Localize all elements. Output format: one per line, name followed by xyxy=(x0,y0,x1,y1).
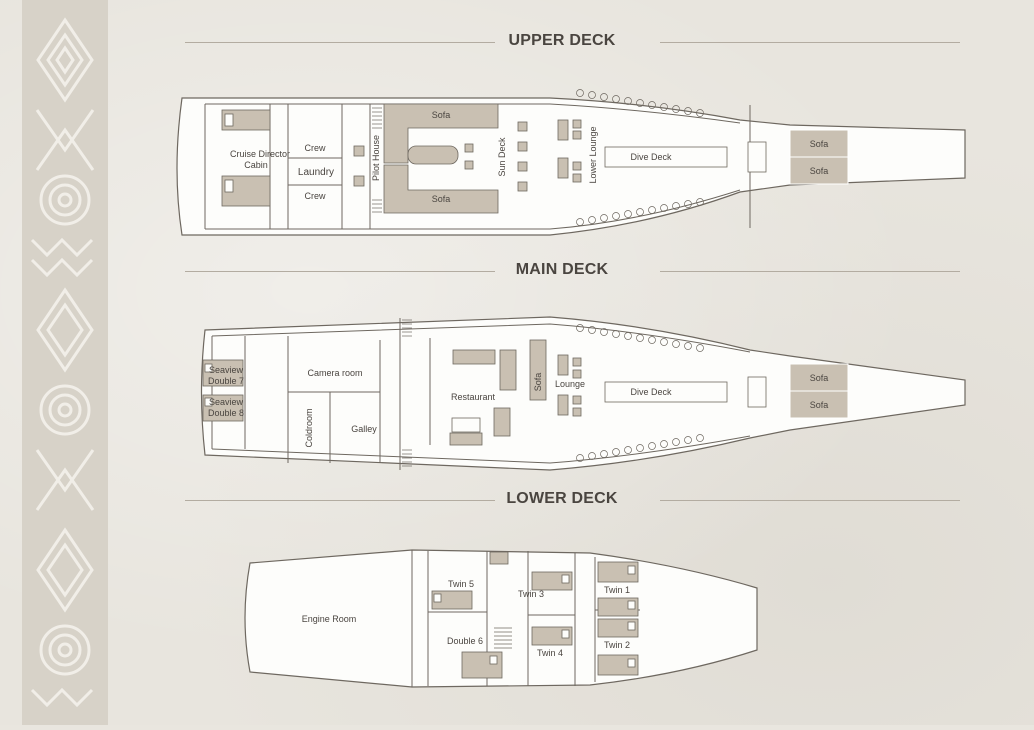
label-double-8: Double 8 xyxy=(208,408,244,418)
lower-deck-title: LOWER DECK xyxy=(506,490,618,507)
upper-hull xyxy=(176,97,966,236)
label-engine-room: Engine Room xyxy=(302,614,357,624)
label-seaview-7: Seaview xyxy=(209,365,244,375)
label-crew-top: Crew xyxy=(304,143,326,153)
label-double-6: Double 6 xyxy=(447,636,483,646)
label-galley: Galley xyxy=(351,424,377,434)
main-deck-title: MAIN DECK xyxy=(515,261,609,278)
upper-rule-left xyxy=(185,42,495,43)
label-sofa-bottom: Sofa xyxy=(432,194,451,204)
label-upper-bow-sofa-2: Sofa xyxy=(810,166,829,176)
label-twin-4: Twin 4 xyxy=(537,648,563,658)
upper-deck: Cruise Director Cabin Crew Laundry Crew … xyxy=(176,89,966,236)
lower-rule-left xyxy=(185,500,495,501)
upper-deck-title: UPPER DECK xyxy=(508,32,616,49)
lower-rule-right xyxy=(660,500,960,501)
label-main-dive-deck: Dive Deck xyxy=(630,387,672,397)
label-cruise-director-cabin: Cabin xyxy=(244,160,268,170)
label-lower-lounge: Lower Lounge xyxy=(588,126,598,183)
label-main-bow-sofa-2: Sofa xyxy=(810,400,829,410)
label-main-bow-sofa-1: Sofa xyxy=(810,373,829,383)
label-pilot-house: Pilot House xyxy=(371,135,381,181)
upper-rule-right xyxy=(660,42,960,43)
label-laundry: Laundry xyxy=(298,167,334,178)
label-sofa-top: Sofa xyxy=(432,110,451,120)
label-crew-bottom: Crew xyxy=(304,191,326,201)
lower-hull xyxy=(244,549,758,688)
label-twin-2: Twin 2 xyxy=(604,640,630,650)
label-sun-deck: Sun Deck xyxy=(497,137,507,177)
label-twin-3: Twin 3 xyxy=(518,589,544,599)
label-upper-bow-sofa-1: Sofa xyxy=(810,139,829,149)
label-double-7: Double 7 xyxy=(208,376,244,386)
label-restaurant: Restaurant xyxy=(451,392,496,402)
label-main-sofa: Sofa xyxy=(533,373,543,392)
label-seaview-8: Seaview xyxy=(209,397,244,407)
label-coldroom: Coldroom xyxy=(304,408,314,447)
label-cruise-director: Cruise Director xyxy=(230,149,290,159)
main-hull xyxy=(200,316,966,471)
label-twin-1: Twin 1 xyxy=(604,585,630,595)
label-lounge: Lounge xyxy=(555,379,585,389)
label-twin-5: Twin 5 xyxy=(448,579,474,589)
main-rule-right xyxy=(660,271,960,272)
main-rule-left xyxy=(185,271,495,272)
border-pattern-icon xyxy=(30,17,95,708)
decorative-border xyxy=(22,0,108,725)
lower-deck: Engine Room Twin 5 Twin 3 Twin 1 Double … xyxy=(244,549,758,688)
label-camera-room: Camera room xyxy=(307,368,362,378)
label-upper-dive-deck: Dive Deck xyxy=(630,152,672,162)
main-deck: Seaview Double 7 Seaview Double 8 Camera… xyxy=(200,316,966,471)
